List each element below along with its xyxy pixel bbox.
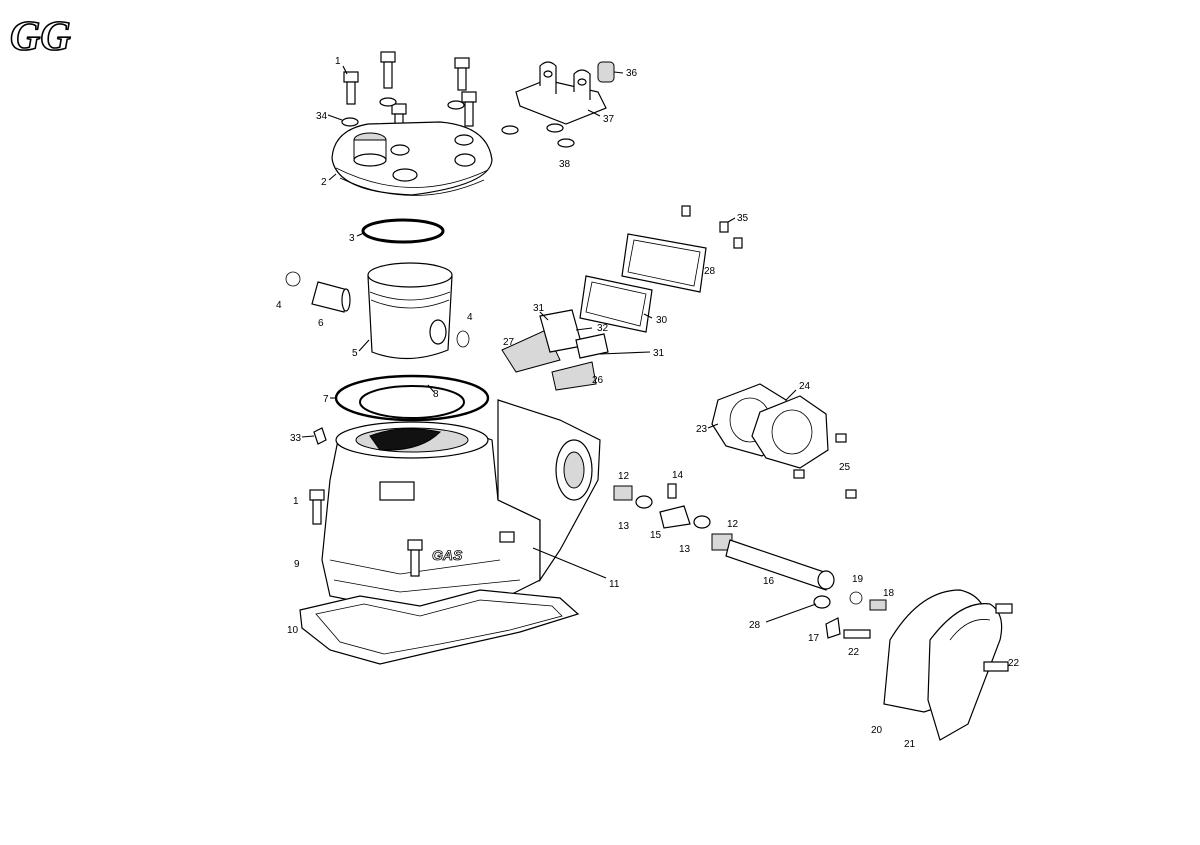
valve-bracket-group	[501, 61, 615, 148]
callout-4: 4	[467, 312, 473, 323]
callout-11: 11	[609, 579, 620, 590]
callout-35: 35	[737, 213, 749, 224]
callout-26: 26	[592, 375, 604, 386]
callout-30: 30	[656, 315, 668, 326]
callout-8: 8	[433, 389, 439, 400]
callout-3: 3	[349, 233, 355, 244]
leader-lines	[301, 65, 817, 623]
reed-cover-group	[501, 205, 743, 391]
callout-25: 25	[839, 462, 851, 473]
callout-36: 36	[626, 68, 638, 79]
callout-27: 27	[503, 337, 515, 348]
callout-13: 13	[679, 544, 691, 555]
callout-7: 7	[323, 394, 329, 405]
callout-2: 2	[321, 177, 327, 188]
callout-1: 1	[293, 496, 299, 507]
callout-20: 20	[871, 725, 883, 736]
callout-1: 1	[335, 56, 341, 67]
piston-pin	[311, 281, 349, 313]
callout-6: 6	[318, 318, 324, 329]
callout-12: 12	[727, 519, 739, 530]
callout-15: 15	[650, 530, 662, 541]
callout-22: 22	[1008, 658, 1020, 669]
callout-24: 24	[799, 381, 811, 392]
callout-labels: 1 34 2 3 4 6 5 4 7 8 33 1 9 10 11 36 37 …	[276, 56, 1020, 750]
callout-22: 22	[848, 647, 860, 658]
cylinder-head-group	[331, 51, 493, 244]
callout-17: 17	[808, 633, 820, 644]
callout-13: 13	[618, 521, 630, 532]
exhaust-flange-gaskets	[711, 383, 857, 499]
side-cover-group	[883, 589, 1013, 741]
callout-34: 34	[316, 111, 328, 122]
callout-14: 14	[672, 470, 684, 481]
head-bolts	[343, 51, 477, 141]
callout-31: 31	[533, 303, 545, 314]
callout-32: 32	[597, 323, 609, 334]
callout-33: 33	[290, 433, 302, 444]
callout-28: 28	[704, 266, 716, 277]
callout-5: 5	[352, 348, 358, 359]
dowel-pin	[313, 427, 327, 445]
callout-28: 28	[749, 620, 761, 631]
base-gasket	[299, 589, 580, 665]
callout-38: 38	[559, 159, 571, 170]
piston-ring	[361, 218, 445, 244]
callout-4: 4	[276, 300, 282, 311]
cylinder: GAS	[309, 399, 601, 611]
callout-21: 21	[904, 739, 916, 750]
callout-23: 23	[696, 424, 708, 435]
svg-text:GAS: GAS	[432, 547, 463, 563]
callout-18: 18	[883, 588, 895, 599]
callout-10: 10	[287, 625, 299, 636]
callout-12: 12	[618, 471, 630, 482]
callout-16: 16	[763, 576, 775, 587]
piston-group	[285, 262, 470, 360]
callout-37: 37	[603, 114, 615, 125]
callout-9: 9	[294, 559, 300, 570]
logo-text: GG	[10, 14, 71, 60]
callout-31: 31	[653, 348, 665, 359]
callout-19: 19	[852, 574, 864, 585]
brand-logo: GG	[9, 13, 71, 61]
head-washers	[341, 97, 465, 127]
power-valve-shaft-group	[613, 483, 887, 639]
cylinder-gaskets	[334, 374, 490, 422]
